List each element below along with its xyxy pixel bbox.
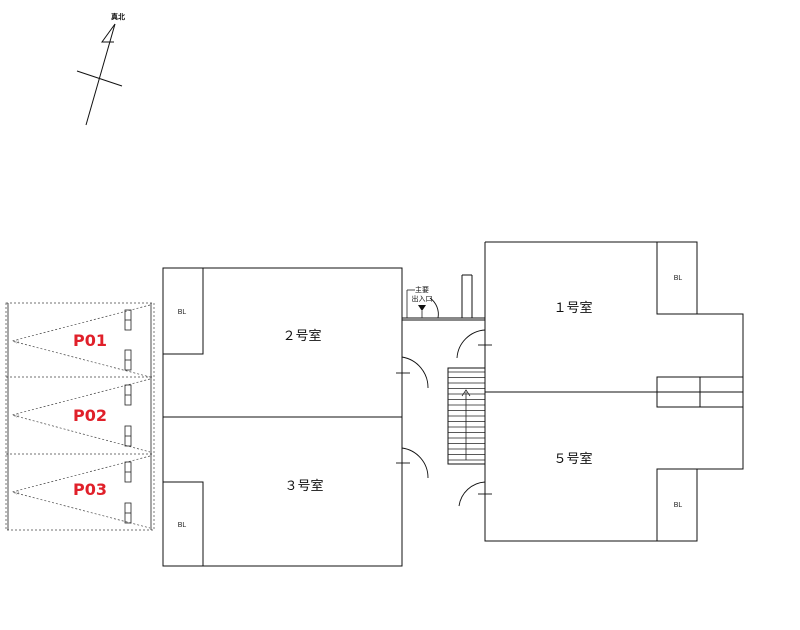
room2-label: ２号室: [282, 328, 321, 344]
parking-label-p01: P01: [73, 331, 107, 350]
balcony-label: BL: [674, 502, 683, 509]
parking-space-p03: ◁3: [10, 455, 151, 529]
room5-door: [458, 474, 492, 510]
svg-text:◁3: ◁3: [14, 490, 20, 495]
balcony-label: BL: [674, 275, 683, 282]
room5-label: ５号室: [553, 451, 592, 467]
room3-balcony: BL: [162, 481, 204, 567]
parking-space-p01: ◁1: [10, 304, 151, 378]
svg-text:◁1: ◁1: [14, 339, 20, 344]
north-arrow: 真北: [76, 12, 125, 126]
north-label: 真北: [111, 12, 125, 21]
room2-door: [396, 356, 429, 394]
service-box-right: [699, 376, 744, 408]
parking-area: ◁1 ◁2 ◁3 P01 P02 P03: [5, 302, 155, 531]
west-building: BL BL ２号室 ３号室: [162, 267, 429, 567]
east-building: BL BL １号室 ５号室: [456, 241, 744, 542]
staircase: [447, 367, 486, 465]
room2-balcony: BL: [162, 267, 204, 355]
room3-label: ３号室: [284, 478, 323, 494]
entrance-label-line2: 出入口: [412, 294, 433, 303]
room3-door: [396, 441, 429, 479]
parking-label-p02: P02: [73, 406, 107, 425]
balcony-label: BL: [178, 522, 187, 529]
entrance-label-line1: 主要: [415, 285, 429, 294]
room1-balcony: BL: [656, 241, 698, 315]
main-entrance: 主要 出入口: [402, 274, 485, 321]
parking-space-p02: ◁2: [10, 378, 151, 453]
svg-text:◁2: ◁2: [14, 413, 20, 418]
parking-label-p03: P03: [73, 480, 107, 499]
room1-door: [456, 327, 492, 363]
room1-label: １号室: [553, 300, 592, 316]
balcony-label: BL: [178, 309, 187, 316]
room5-balcony: BL: [656, 468, 698, 542]
